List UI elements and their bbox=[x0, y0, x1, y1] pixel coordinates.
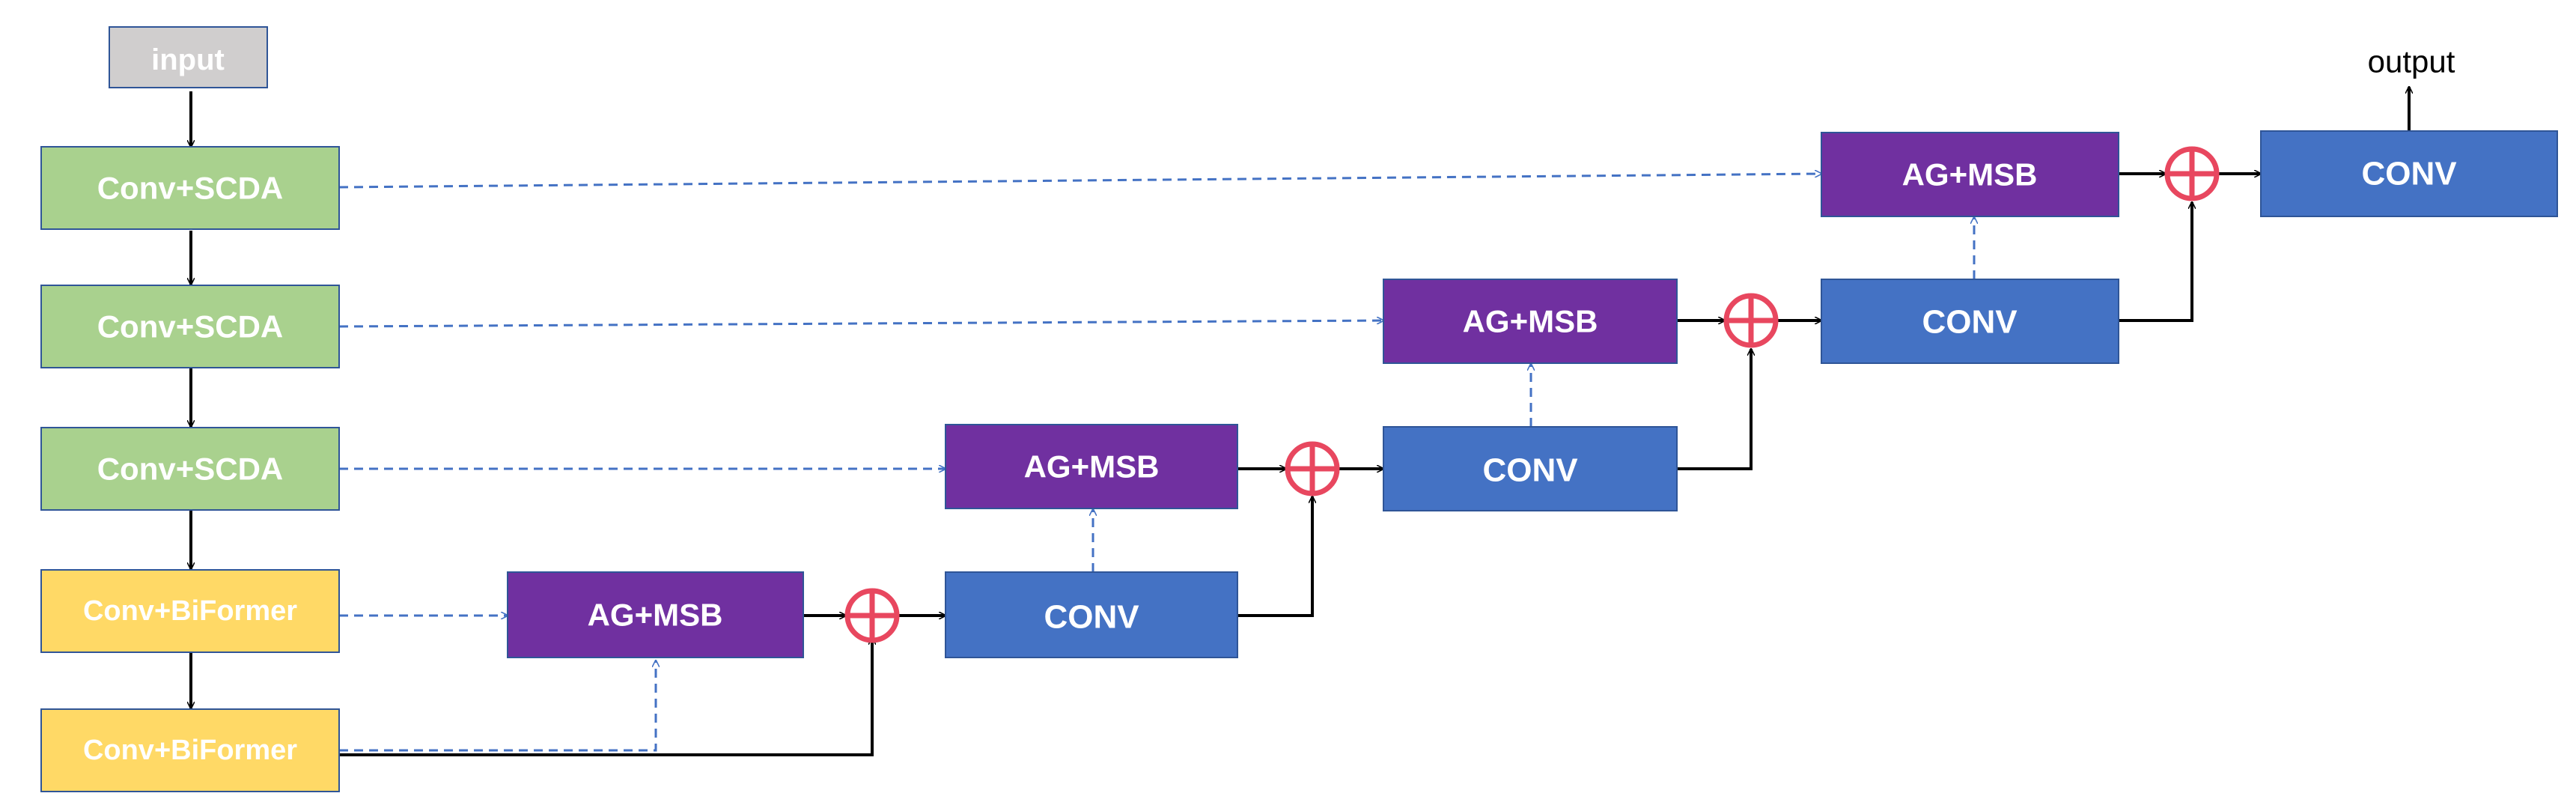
sum-node-icon-1 bbox=[844, 588, 900, 643]
conv-label-4: CONV bbox=[2361, 156, 2457, 192]
ag-msb-label-1: AG+MSB bbox=[588, 598, 723, 633]
ag-msb-block-1: AG+MSB bbox=[507, 571, 804, 658]
sum-node-icon-2 bbox=[1285, 441, 1340, 496]
conv2-to-sum3 bbox=[1677, 349, 1751, 470]
ag-msb-block-3: AG+MSB bbox=[1383, 279, 1678, 364]
encoder-label-5: Conv+BiFormer bbox=[83, 735, 297, 766]
connectors bbox=[191, 87, 2409, 756]
conv-label-2: CONV bbox=[1482, 452, 1578, 489]
conv-label-1: CONV bbox=[1044, 599, 1139, 636]
sum-node-icon-3 bbox=[1723, 293, 1779, 348]
conv-blocks: CONV CONV CONV CONV bbox=[945, 130, 2558, 658]
skip-enc2-to-ag3 bbox=[338, 321, 1383, 328]
ag-msb-label-4: AG+MSB bbox=[1902, 157, 2038, 192]
encoder-block-5: Conv+BiFormer bbox=[40, 708, 340, 792]
skip-enc5-to-ag1-dashed bbox=[339, 660, 656, 752]
output-label: output bbox=[2368, 44, 2455, 79]
conv3-to-sum4 bbox=[2119, 202, 2192, 322]
sum-nodes bbox=[844, 146, 2220, 643]
encoder-column: Conv+SCDA Conv+SCDA Conv+SCDA Conv+BiFor… bbox=[40, 146, 340, 792]
encoder-label-3: Conv+SCDA bbox=[97, 452, 284, 487]
conv-block-3: CONV bbox=[1821, 279, 2119, 364]
ag-msb-label-2: AG+MSB bbox=[1024, 449, 1160, 485]
input-label: input bbox=[151, 43, 225, 76]
encoder-block-1: Conv+SCDA bbox=[40, 146, 340, 230]
conv-block-2: CONV bbox=[1383, 426, 1678, 511]
encoder-label-4: Conv+BiFormer bbox=[83, 595, 297, 627]
input-block: input bbox=[109, 26, 268, 88]
ag-msb-block-2: AG+MSB bbox=[945, 424, 1238, 509]
enc5-to-sum1 bbox=[339, 638, 872, 756]
conv-label-3: CONV bbox=[1922, 304, 2018, 341]
encoder-block-2: Conv+SCDA bbox=[40, 285, 340, 368]
conv-block-4: CONV bbox=[2260, 130, 2558, 217]
ag-msb-block-4: AG+MSB bbox=[1821, 132, 2119, 217]
encoder-label-2: Conv+SCDA bbox=[97, 309, 284, 344]
encoder-block-3: Conv+SCDA bbox=[40, 427, 340, 511]
encoder-label-1: Conv+SCDA bbox=[97, 171, 284, 206]
attention-blocks: AG+MSB AG+MSB AG+MSB AG+MSB bbox=[507, 132, 2119, 658]
encoder-block-4: Conv+BiFormer bbox=[40, 569, 340, 653]
conv-block-1: CONV bbox=[945, 571, 1238, 658]
ag-msb-label-3: AG+MSB bbox=[1463, 304, 1598, 339]
skip-enc1-to-ag4 bbox=[338, 174, 1821, 189]
conv1-to-sum2 bbox=[1237, 496, 1312, 617]
sum-node-icon-4 bbox=[2164, 146, 2220, 201]
